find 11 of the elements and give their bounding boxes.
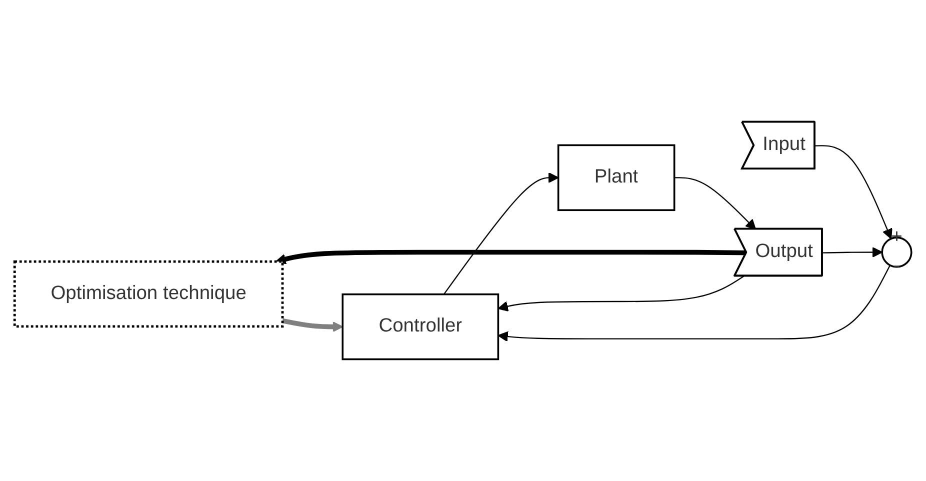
arrow [674, 177, 756, 230]
arrow [282, 318, 344, 332]
arrow [815, 145, 892, 240]
arrow [498, 264, 891, 342]
node-box: Optimisation technique [13, 260, 284, 328]
node-box: Plant [557, 144, 676, 212]
arrow [822, 246, 883, 258]
arrow [443, 172, 559, 295]
arrow [498, 276, 744, 312]
node-box: Controller [342, 293, 500, 360]
arrow [276, 250, 747, 264]
